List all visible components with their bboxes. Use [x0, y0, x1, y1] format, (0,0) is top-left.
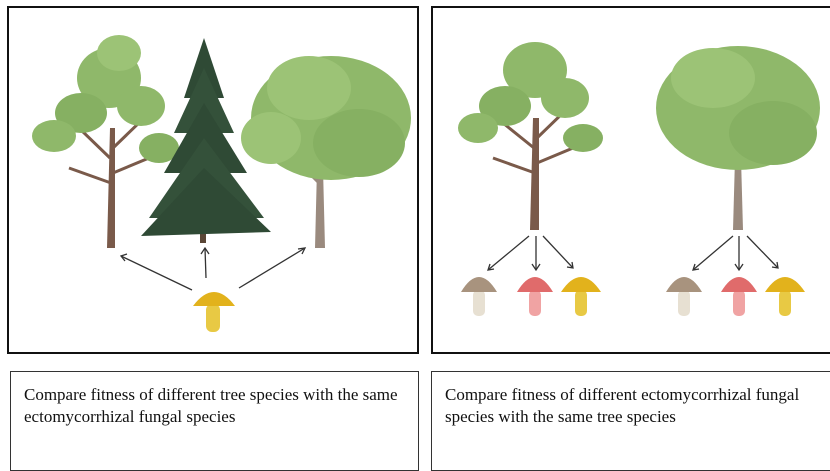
- fungus-red-2: [721, 277, 757, 316]
- right-panel: [431, 6, 830, 354]
- fungus-red-1: [517, 277, 553, 316]
- right-illustration: [433, 8, 830, 356]
- caption-right-text: Compare fitness of different ectomycorrh…: [445, 384, 830, 428]
- fungus-yellow-2: [765, 277, 805, 316]
- right-arrows-a: [488, 236, 573, 270]
- fungus-brown-2: [666, 277, 702, 316]
- caption-left-text: Compare fitness of different tree specie…: [24, 384, 409, 428]
- right-arrows-b: [693, 236, 778, 270]
- left-arrows: [121, 248, 305, 290]
- fungus-yellow: [193, 292, 235, 332]
- left-panel: [7, 6, 419, 354]
- broadleaf-tree-small: [458, 42, 603, 230]
- broadleaf-tree-right: [241, 56, 411, 248]
- caption-box-left: Compare fitness of different tree specie…: [10, 371, 419, 471]
- fungus-brown-1: [461, 277, 497, 316]
- fungus-yellow-1: [561, 277, 601, 316]
- caption-box-right: Compare fitness of different ectomycorrh…: [431, 371, 830, 471]
- broadleaf-tree-large: [656, 46, 820, 230]
- left-illustration: [9, 8, 421, 356]
